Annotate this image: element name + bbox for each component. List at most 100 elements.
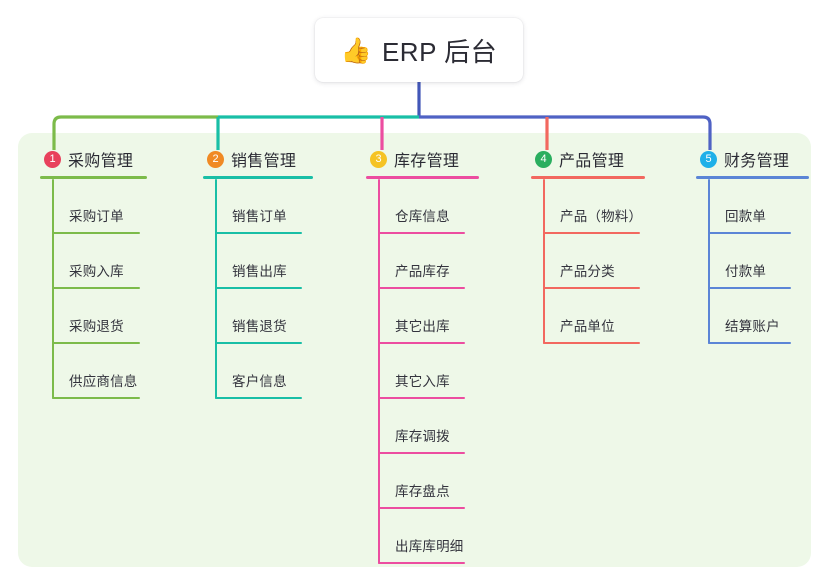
branch-item-label: 采购退货 <box>69 319 124 334</box>
branch-item[interactable]: 销售订单 <box>215 179 307 234</box>
branch-item[interactable]: 回款单 <box>708 179 794 234</box>
root-title: ERP 后台 <box>381 36 498 67</box>
branch-spine-4 <box>543 179 545 344</box>
branch-item[interactable]: 仓库信息 <box>378 179 472 234</box>
branch-item-underline <box>378 507 465 509</box>
branch-item[interactable]: 销售出库 <box>215 234 307 289</box>
branch-badge-1: 1 <box>44 150 61 168</box>
branch-item-label: 结算账户 <box>725 319 780 334</box>
branch-badge-2: 2 <box>207 150 224 168</box>
branch-item-label: 采购入库 <box>69 264 124 279</box>
branch-column-2: 2 销售管理销售订单销售出库销售退货客户信息 <box>203 146 313 399</box>
branch-item[interactable]: 产品库存 <box>378 234 472 289</box>
branch-item[interactable]: 客户信息 <box>215 344 307 399</box>
branch-header-1[interactable]: 1 采购管理 <box>40 146 146 172</box>
branch-item-label: 库存盘点 <box>395 484 450 499</box>
branch-item-label: 产品分类 <box>560 264 615 279</box>
branch-item[interactable]: 其它入库 <box>378 344 472 399</box>
branch-item-list-2: 销售订单销售出库销售退货客户信息 <box>215 179 307 399</box>
branch-item-underline <box>215 342 302 344</box>
branch-spine-5 <box>708 179 710 344</box>
branch-item-underline <box>708 287 791 289</box>
branch-title-3: 库存管理 <box>394 153 460 170</box>
branch-header-2[interactable]: 2 销售管理 <box>203 146 307 172</box>
branch-item[interactable]: 库存盘点 <box>378 454 472 509</box>
branch-title-5: 财务管理 <box>724 153 790 170</box>
branch-item-underline <box>215 232 302 234</box>
branch-item[interactable]: 结算账户 <box>708 289 794 344</box>
branch-title-2: 销售管理 <box>231 153 297 170</box>
branch-title-1: 采购管理 <box>68 153 134 170</box>
branch-item-underline <box>543 287 640 289</box>
branch-item-underline <box>215 397 302 399</box>
branch-item-underline <box>52 232 140 234</box>
branch-item-label: 销售订单 <box>232 209 287 224</box>
branch-column-5: 5 财务管理回款单付款单结算账户 <box>696 146 809 344</box>
branch-item[interactable]: 采购订单 <box>52 179 146 234</box>
branch-item-underline <box>215 287 302 289</box>
branch-item-underline <box>708 232 791 234</box>
branch-title-4: 产品管理 <box>559 153 625 170</box>
branch-item-underline <box>708 342 791 344</box>
branch-column-3: 3 库存管理仓库信息产品库存其它出库其它入库库存调拨库存盘点出库库明细 <box>366 146 479 564</box>
root-node[interactable]: 👍 ERP 后台 <box>315 18 523 82</box>
diagram-panel <box>18 133 811 567</box>
branch-badge-5: 5 <box>700 150 717 168</box>
branch-item-underline <box>378 452 465 454</box>
branch-item-underline <box>52 342 140 344</box>
branch-header-3[interactable]: 3 库存管理 <box>366 146 472 172</box>
branch-item-label: 采购订单 <box>69 209 124 224</box>
branch-item-list-4: 产品（物料） 产品分类产品单位 <box>543 179 645 344</box>
branch-item[interactable]: 销售退货 <box>215 289 307 344</box>
branch-item[interactable]: 库存调拨 <box>378 399 472 454</box>
branch-item-label: 销售退货 <box>232 319 287 334</box>
branch-item[interactable]: 产品分类 <box>543 234 645 289</box>
branch-item-underline <box>52 397 140 399</box>
branch-item-label: 仓库信息 <box>395 209 450 224</box>
branch-badge-3: 3 <box>370 150 387 168</box>
branch-item-label: 回款单 <box>725 209 767 224</box>
branch-item[interactable]: 采购入库 <box>52 234 146 289</box>
branch-item-label: 付款单 <box>725 264 767 279</box>
branch-item-label: 客户信息 <box>232 374 287 389</box>
branch-item-underline <box>378 342 465 344</box>
branch-item[interactable]: 产品（物料） <box>543 179 645 234</box>
branch-item[interactable]: 供应商信息 <box>52 344 146 399</box>
branch-item-label: 产品库存 <box>395 264 450 279</box>
branch-item-list-3: 仓库信息产品库存其它出库其它入库库存调拨库存盘点出库库明细 <box>378 179 472 564</box>
branch-item-label: 产品单位 <box>560 319 615 334</box>
branch-item-label: 其它出库 <box>395 319 450 334</box>
branch-underline-3 <box>366 176 479 179</box>
thumbs-up-icon: 👍 <box>340 36 372 65</box>
branch-item[interactable]: 付款单 <box>708 234 794 289</box>
branch-underline-2 <box>203 176 313 179</box>
branch-header-5[interactable]: 5 财务管理 <box>696 146 794 172</box>
branch-item-label: 销售出库 <box>232 264 287 279</box>
branch-column-1: 1 采购管理采购订单采购入库采购退货供应商信息 <box>40 146 147 399</box>
branch-item[interactable]: 其它出库 <box>378 289 472 344</box>
branch-item-underline <box>378 287 465 289</box>
branch-item-label: 供应商信息 <box>69 374 138 389</box>
branch-item-underline <box>378 562 465 564</box>
branch-item-underline <box>543 342 640 344</box>
branch-underline-5 <box>696 176 809 179</box>
branch-underline-4 <box>531 176 645 179</box>
branch-spine-2 <box>215 179 217 399</box>
branch-item-list-1: 采购订单采购入库采购退货供应商信息 <box>52 179 146 399</box>
branch-spine-3 <box>378 179 380 564</box>
branch-item-label: 出库库明细 <box>395 539 464 554</box>
branch-item-underline <box>52 287 140 289</box>
branch-item[interactable]: 出库库明细 <box>378 509 472 564</box>
branch-item[interactable]: 产品单位 <box>543 289 645 344</box>
branch-item-underline <box>378 232 465 234</box>
branch-item-label: 库存调拨 <box>395 429 450 444</box>
branch-item-label: 其它入库 <box>395 374 450 389</box>
branch-item-label: 产品（物料） <box>560 209 643 224</box>
branch-item-underline <box>543 232 640 234</box>
branch-item[interactable]: 采购退货 <box>52 289 146 344</box>
branch-underline-1 <box>40 176 147 179</box>
